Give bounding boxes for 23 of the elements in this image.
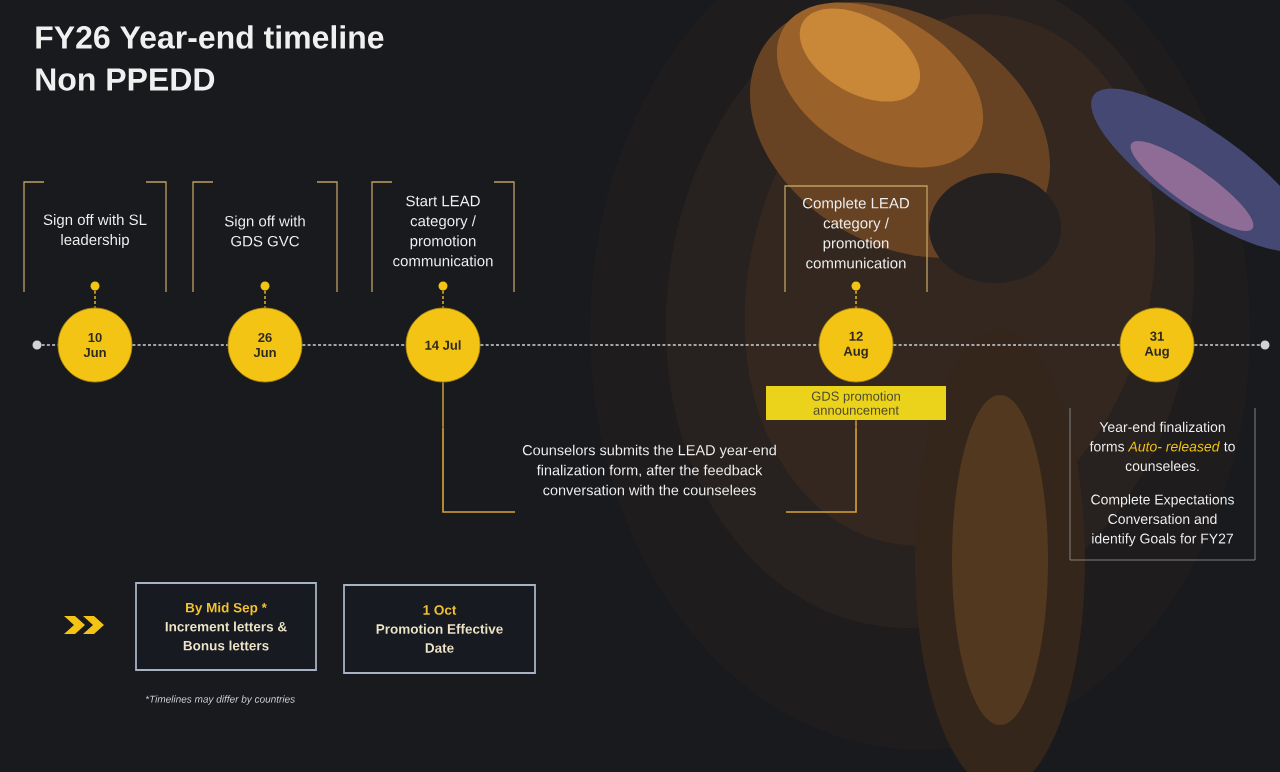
timeline-line xyxy=(131,344,229,346)
footnote: *Timelines may differ by countries xyxy=(145,695,295,705)
connector-line xyxy=(264,290,266,309)
connector-line xyxy=(442,381,444,429)
info-box: 1 Oct Promotion Effective Date xyxy=(343,584,536,674)
timeline-line xyxy=(479,344,820,346)
title: FY26 Year-end timeline Non PPEDD xyxy=(36,25,384,91)
timeline-line xyxy=(1193,344,1261,346)
timeline-line xyxy=(41,344,59,346)
bracket-box: Sign off with GDS GVC xyxy=(192,181,338,293)
bracket-box: Start LEAD category / promotion communication xyxy=(371,181,515,293)
bracketed-note: Counselors submits the LEAD year-end finalization form, after the feedback conversation with the counselees xyxy=(442,427,857,513)
timeline-line xyxy=(892,344,1121,346)
connector-line xyxy=(94,290,96,309)
connector-line xyxy=(855,290,857,309)
bracket-box: Sign off with SL leadership xyxy=(23,181,167,293)
highlight-box: GDS promotion announcement xyxy=(766,386,946,420)
info-box: By Mid Sep * Increment letters & Bonus letters xyxy=(135,582,317,671)
bracket-box: Complete LEAD category / promotion communication xyxy=(784,185,928,293)
text-box: Year-end finalization forms Auto- released to counselees. Complete Expectations Conversation and identify Goals for FY27 xyxy=(1069,407,1256,561)
connector-line xyxy=(442,290,444,309)
connector-line xyxy=(855,419,857,429)
timeline-line xyxy=(301,344,407,346)
